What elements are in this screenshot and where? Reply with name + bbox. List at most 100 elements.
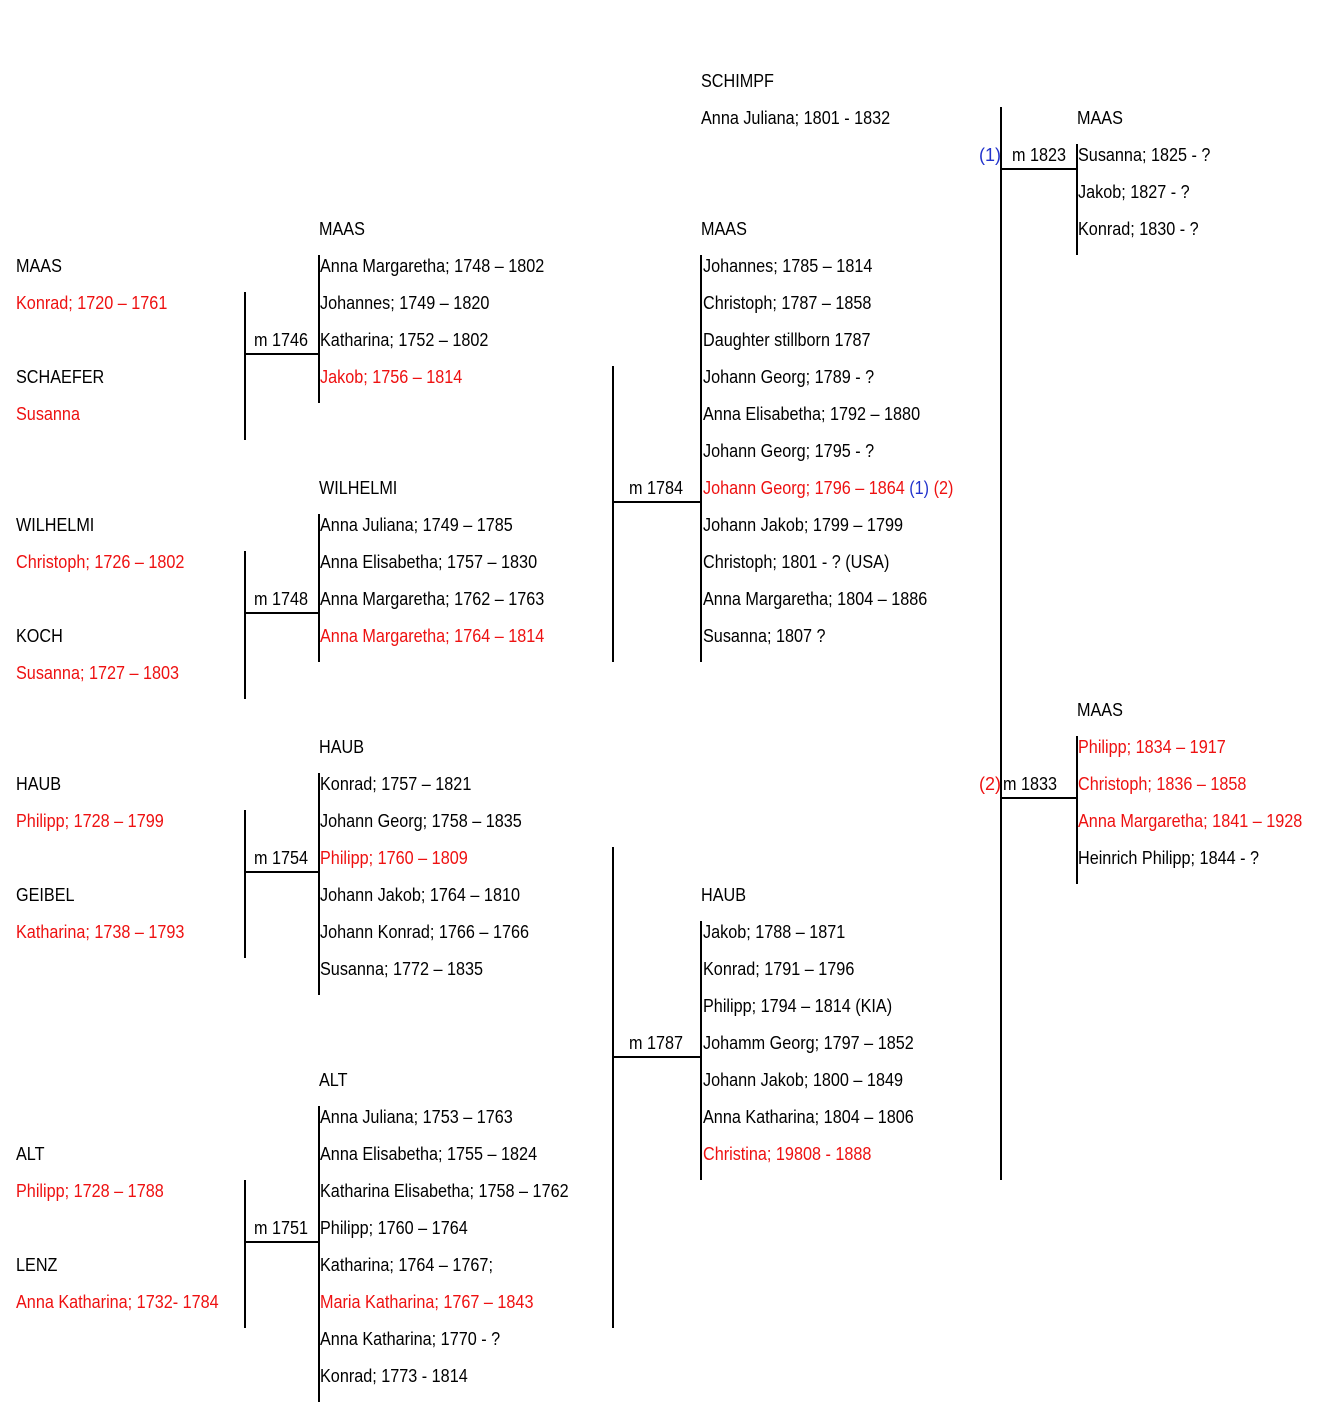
child-entry: Johann Georg; 1795 - ? (703, 441, 875, 461)
child-entry: Anna Elisabetha; 1757 – 1830 (320, 552, 538, 572)
surname-haub-gen1: HAUB (16, 774, 62, 794)
surname-wilhelmi-gen1: WILHELMI (16, 515, 95, 535)
children-line-haub-gen2 (318, 773, 320, 995)
person-christoph-wilhelmi: Christoph; 1726 – 1802 (16, 552, 185, 572)
connector-branch-m1751 (244, 1241, 319, 1243)
child-entry: Katharina; 1752 – 1802 (320, 330, 489, 350)
person-konrad-maas: Konrad; 1720 – 1761 (16, 293, 168, 313)
connector-branch-m1748 (244, 612, 319, 614)
person-susanna-schaefer: Susanna (16, 404, 80, 424)
child-entry-highlighted: Maria Katharina; 1767 – 1843 (320, 1292, 534, 1312)
child-entry: Anna Juliana; 1753 – 1763 (320, 1107, 513, 1127)
child-entry: Jakob; 1827 - ? (1078, 182, 1190, 202)
surname-wilhelmi-gen2: WILHELMI (319, 478, 398, 498)
surname-maas-gen4-first: MAAS (1077, 108, 1123, 128)
marriage-label-m1751: m 1751 (254, 1218, 309, 1238)
connector-branch-m1787 (612, 1056, 701, 1058)
surname-alt-gen1: ALT (16, 1144, 45, 1164)
connector-line-m1787 (612, 847, 614, 1328)
connector-branch-m1784 (612, 501, 701, 503)
children-line-maas-gen4-second (1076, 736, 1078, 884)
child-entry: Daughter stillborn 1787 (703, 330, 871, 350)
marriage-reference-1: (1) (909, 478, 930, 498)
child-entry: Anna Margaretha; 1804 – 1886 (703, 589, 928, 609)
connector-line-m1751 (244, 1180, 246, 1328)
child-entry-highlighted-row: Johann Georg; 1796 – 1864 (1) (2) (703, 477, 953, 499)
connector-branch-m1823 (1000, 168, 1077, 170)
person-katharina-geibel: Katharina; 1738 – 1793 (16, 922, 185, 942)
person-philipp-alt: Philipp; 1728 – 1788 (16, 1181, 164, 1201)
child-entry: Christoph; 1801 - ? (USA) (703, 552, 890, 572)
connector-branch-m1833 (1000, 797, 1077, 799)
connector-line-m1746 (244, 292, 246, 440)
child-entry: Johannes; 1785 – 1814 (703, 256, 873, 276)
surname-maas-gen3: MAAS (701, 219, 747, 239)
child-entry-highlighted: Johann Georg; 1796 – 1864 (703, 478, 905, 498)
child-entry: Johann Georg; 1789 - ? (703, 367, 875, 387)
child-entry: Johann Konrad; 1766 – 1766 (320, 922, 529, 942)
child-entry: Konrad; 1791 – 1796 (703, 959, 855, 979)
person-anna-juliana-schimpf: Anna Juliana; 1801 - 1832 (701, 108, 891, 128)
connector-line-johann-georg-marriages (1000, 107, 1002, 1180)
surname-schaefer: SCHAEFER (16, 367, 105, 387)
marriage-label-m1754: m 1754 (254, 848, 309, 868)
child-entry: Johann Jakob; 1764 – 1810 (320, 885, 520, 905)
child-entry: Konrad; 1757 – 1821 (320, 774, 472, 794)
surname-haub-gen2: HAUB (319, 737, 365, 757)
child-entry: Anna Katharina; 1804 – 1806 (703, 1107, 914, 1127)
child-entry-highlighted: Anna Margaretha; 1764 – 1814 (320, 626, 545, 646)
surname-koch: KOCH (16, 626, 63, 646)
child-entry: Christoph; 1787 – 1858 (703, 293, 872, 313)
child-entry: Johann Georg; 1758 – 1835 (320, 811, 522, 831)
child-entry: Anna Elisabetha; 1792 – 1880 (703, 404, 921, 424)
connector-line-m1784 (612, 366, 614, 662)
marriage-label-m1787: m 1787 (629, 1033, 684, 1053)
children-line-haub-gen3 (700, 921, 702, 1180)
person-susanna-koch: Susanna; 1727 – 1803 (16, 663, 180, 683)
child-entry: Anna Elisabetha; 1755 – 1824 (320, 1144, 538, 1164)
child-entry: Johannes; 1749 – 1820 (320, 293, 490, 313)
child-entry: Susanna; 1772 – 1835 (320, 959, 484, 979)
surname-geibel: GEIBEL (16, 885, 75, 905)
children-line-maas-gen2 (318, 255, 320, 403)
person-anna-katharina-lenz: Anna Katharina; 1732- 1784 (16, 1292, 219, 1312)
child-entry-highlighted: Philipp; 1760 – 1809 (320, 848, 468, 868)
child-entry: Anna Katharina; 1770 - ? (320, 1329, 501, 1349)
child-entry: Konrad; 1830 - ? (1078, 219, 1199, 239)
person-philipp-haub: Philipp; 1728 – 1799 (16, 811, 164, 831)
marriage-label-m1748: m 1748 (254, 589, 309, 609)
child-entry: Johann Jakob; 1800 – 1849 (703, 1070, 903, 1090)
connector-branch-m1754 (244, 871, 319, 873)
child-entry-highlighted: Christoph; 1836 – 1858 (1078, 774, 1247, 794)
child-entry-highlighted: Philipp; 1834 – 1917 (1078, 737, 1226, 757)
child-entry: Philipp; 1760 – 1764 (320, 1218, 468, 1238)
marriage-label-m1823: m 1823 (1012, 145, 1067, 165)
children-line-alt-gen2 (318, 1106, 320, 1402)
child-entry: Philipp; 1794 – 1814 (KIA) (703, 996, 893, 1016)
child-entry: Katharina Elisabetha; 1758 – 1762 (320, 1181, 569, 1201)
connector-line-m1754 (244, 810, 246, 958)
child-entry: Anna Margaretha; 1748 – 1802 (320, 256, 545, 276)
connector-line-m1748 (244, 551, 246, 699)
child-entry: Susanna; 1825 - ? (1078, 145, 1211, 165)
child-entry: Johamm Georg; 1797 – 1852 (703, 1033, 914, 1053)
child-entry: Susanna; 1807 ? (703, 626, 826, 646)
children-line-maas-gen3 (700, 255, 702, 662)
connector-branch-m1746 (244, 353, 319, 355)
surname-lenz: LENZ (16, 1255, 58, 1275)
child-entry-highlighted: Anna Margaretha; 1841 – 1928 (1078, 811, 1303, 831)
children-line-maas-gen4-first (1076, 144, 1078, 255)
surname-maas-gen4-second: MAAS (1077, 700, 1123, 720)
marriage-reference-2: (2) (933, 478, 954, 498)
surname-alt-gen2: ALT (319, 1070, 348, 1090)
surname-maas-gen1: MAAS (16, 256, 62, 276)
marriage-label-m1784: m 1784 (629, 478, 684, 498)
marriage-label-m1746: m 1746 (254, 330, 309, 350)
child-entry: Heinrich Philipp; 1844 - ? (1078, 848, 1260, 868)
child-entry-highlighted: Christina; 19808 - 1888 (703, 1144, 872, 1164)
child-entry: Johann Jakob; 1799 – 1799 (703, 515, 903, 535)
surname-maas-gen2: MAAS (319, 219, 365, 239)
child-entry-highlighted: Jakob; 1756 – 1814 (320, 367, 463, 387)
child-entry: Jakob; 1788 – 1871 (703, 922, 846, 942)
